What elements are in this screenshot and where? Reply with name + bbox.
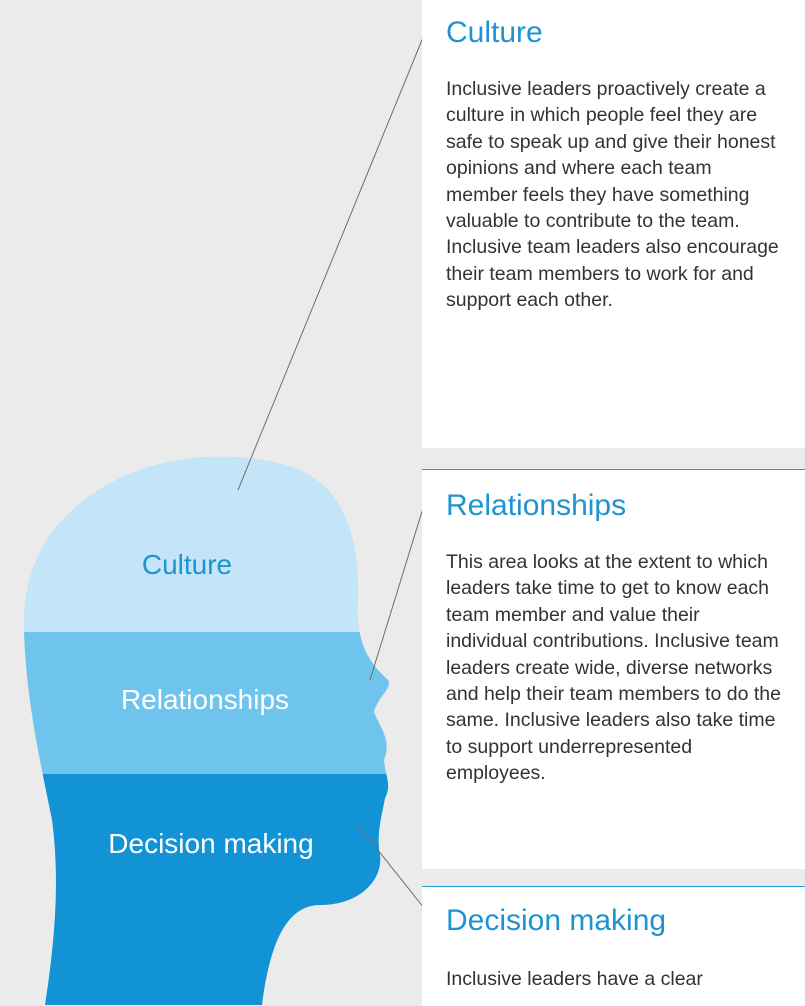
relationships-card-title: Relationships (446, 489, 627, 522)
decision-making-band (23, 774, 390, 1005)
culture-card-title: Culture (446, 16, 543, 49)
head-label-decision-making: Decision making (108, 828, 313, 859)
culture-card: Culture Inclusive leaders proactively cr… (422, 0, 805, 448)
relationships-band (23, 632, 390, 774)
culture-band (23, 456, 390, 632)
connector-line-relationships (369, 504, 425, 681)
head-label-culture: Culture (142, 549, 232, 580)
connector-line-decision-making (357, 824, 425, 909)
culture-card-body: Inclusive leaders proactively create a c… (446, 78, 779, 312)
connector-line-culture (237, 34, 425, 491)
relationships-card-body: This area looks at the extent to which l… (446, 551, 781, 785)
decision-making-card-title: Decision making (446, 904, 667, 937)
relationships-card: Relationships This area looks at the ext… (422, 469, 805, 869)
decision-making-card-body: Inclusive leaders have a clear (446, 968, 703, 990)
decision-making-card: Decision making Inclusive leaders have a… (422, 886, 805, 1006)
head-label-relationships: Relationships (121, 684, 289, 715)
